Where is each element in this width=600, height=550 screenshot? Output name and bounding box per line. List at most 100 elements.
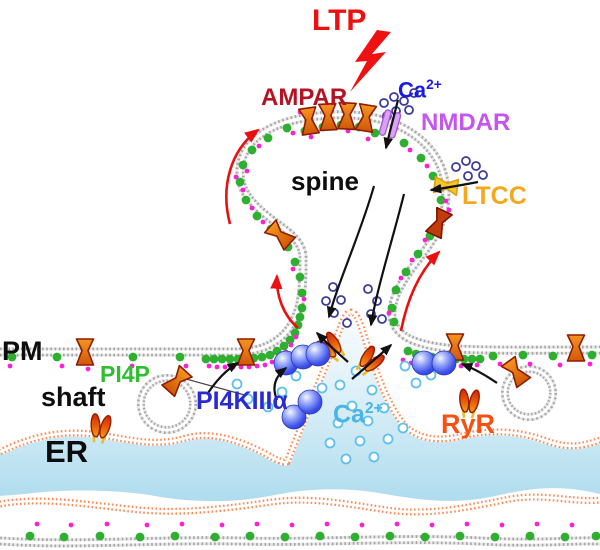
lipid-dot <box>407 147 413 153</box>
pi4p-dot <box>387 303 397 313</box>
pi4p-dot <box>391 285 401 295</box>
calcium-ion-ext <box>463 171 473 181</box>
lipid-dot <box>249 205 255 211</box>
lipid-dot <box>269 359 275 365</box>
pi4p-dot <box>591 531 600 541</box>
pi4p-dot <box>416 153 426 163</box>
lipid-dot <box>308 134 314 140</box>
pi4kiii-sphere <box>431 350 457 376</box>
pi4p-dot <box>413 249 423 259</box>
lipid-dot <box>301 296 307 302</box>
calcium-ion-er <box>276 386 288 398</box>
pi4p-dot <box>265 350 275 360</box>
spine-ca-path-left-arrow <box>326 185 376 319</box>
calcium-ion-ext <box>321 296 331 306</box>
pi4p-dot <box>175 352 185 362</box>
lipid-dot <box>183 363 189 369</box>
calcium-ion-ext <box>409 88 419 98</box>
pi4p-dot <box>252 211 262 221</box>
pi4kiii-sphere <box>297 389 323 415</box>
calcium-top-label: Ca2+ <box>398 77 442 103</box>
lipid-dot <box>260 219 266 225</box>
lipid-dot <box>429 522 435 528</box>
calcium-ion-er <box>231 378 243 390</box>
pi4p-dot <box>279 341 289 351</box>
pi4p-dot <box>209 354 219 364</box>
calcium-ion-er <box>346 400 358 412</box>
pi4p-dot <box>285 335 295 345</box>
calcium-ion-ext <box>404 105 414 115</box>
pi4p-dot <box>295 312 305 322</box>
ryr-release-left-arrow <box>315 331 349 363</box>
calcium-ion-ext <box>471 161 481 171</box>
lipid-dot <box>534 521 540 527</box>
pi4p-dot <box>436 195 446 205</box>
calcium-ion-ext <box>328 282 338 292</box>
pi4p-dot <box>170 531 180 541</box>
calcium-ion-er <box>368 451 380 463</box>
pi4p-dot <box>467 354 477 364</box>
vesicle <box>141 378 193 430</box>
calcium-ion-er <box>242 393 254 405</box>
calcium-ion-er <box>340 453 352 465</box>
lipid-dot <box>104 521 110 527</box>
leader-line <box>185 378 253 398</box>
calcium-ion-ext <box>478 170 488 180</box>
lipid-dot <box>59 363 65 369</box>
lipid-dot <box>240 187 246 193</box>
lipid-dot <box>68 522 74 528</box>
calcium-ion-er <box>366 384 378 396</box>
pi4p-dot <box>217 354 227 364</box>
calcium-ion-er <box>290 370 302 382</box>
pi4p-dot <box>455 531 465 541</box>
lipid-dot <box>365 136 371 142</box>
vesicle-fusion-left-arrow <box>207 362 240 394</box>
calcium-ion-ext <box>461 156 471 166</box>
pi4p-dot <box>282 123 292 133</box>
pi4k-recruitment-arrow <box>273 366 288 401</box>
pi4p-dot <box>235 177 245 187</box>
lipid-dot <box>256 143 262 149</box>
calcium-ion-ext <box>399 96 409 106</box>
exocytosis-flow-left-lower-arrow <box>270 273 299 329</box>
calcium-ion-er <box>362 415 374 427</box>
pi4p-dot <box>401 267 411 277</box>
pi4p-dot <box>488 351 498 361</box>
lipid-dot <box>446 207 452 213</box>
calcium-ion-er <box>410 377 422 389</box>
lipid-dot <box>244 168 250 174</box>
calcium-ion-er <box>399 360 411 372</box>
pi4p-dot <box>350 532 360 542</box>
lipid-dot <box>359 522 365 528</box>
lipid-dot <box>527 361 533 367</box>
pi4p-dot <box>7 352 17 362</box>
calcium-ion-ext <box>377 314 387 324</box>
pi4p-dot <box>548 351 558 361</box>
pi4p-dot <box>238 160 248 170</box>
lipid-dot <box>254 363 260 369</box>
spine-ca-path-right-arrow <box>367 193 406 327</box>
lipid-dot <box>85 366 91 372</box>
pi4p-dot <box>315 531 325 541</box>
er-label: ER <box>45 434 89 469</box>
lipid-dot <box>129 363 135 369</box>
pi4p-dot <box>560 532 570 542</box>
pi4p-dot <box>297 288 307 298</box>
pi4p-dot <box>389 317 399 327</box>
pi4p-dot <box>525 531 535 541</box>
shaft-label: shaft <box>41 382 106 412</box>
ampar-label: AMPAR <box>261 84 348 111</box>
calcium-ion-ext <box>342 318 352 328</box>
lipid-dot <box>290 266 296 272</box>
ltcc-ca-influx-arrow <box>429 180 479 194</box>
pi4p-dot <box>587 350 597 360</box>
calcium-ion-er <box>378 402 390 414</box>
pi4p-dot <box>403 346 413 356</box>
lipid-dot <box>293 334 299 340</box>
calcium-ion-ext <box>451 162 461 172</box>
lipid-dot <box>214 364 220 370</box>
lipid-dot <box>288 342 294 348</box>
ampar-channel <box>425 206 453 240</box>
